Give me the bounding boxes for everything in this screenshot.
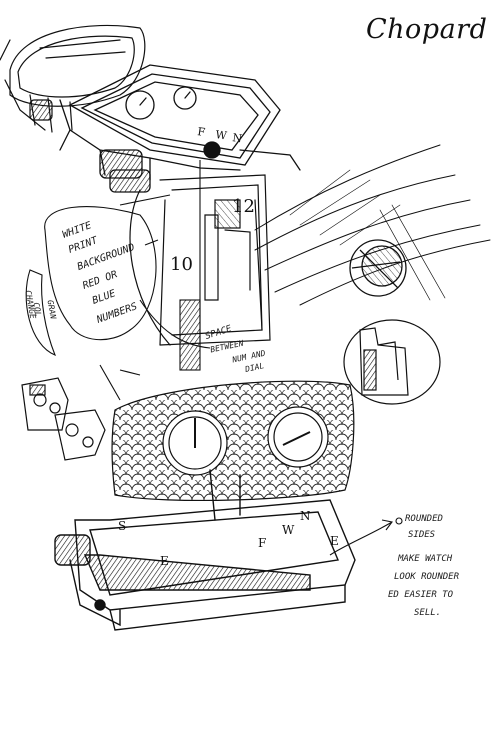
note-make-watch: MAKE WATCH (398, 554, 453, 564)
case-corner-detail-sketch (343, 319, 441, 405)
rounded-sides-arrow (329, 517, 403, 556)
dial-numeral-ten: 10 (170, 254, 193, 275)
dial-closeup-sketch (129, 174, 271, 346)
note-sell: SELL. (414, 608, 442, 618)
note-bubble-outline (25, 194, 171, 356)
bezel-letter: N (232, 131, 244, 145)
top-left-watch-sketch (0, 24, 146, 133)
brand-logo: Chopard (366, 14, 488, 45)
bezel-letter: W (215, 128, 229, 143)
crown-detail-sketch (349, 239, 407, 297)
upper-watch-sketch (59, 64, 301, 193)
note-easier-to: ED EASIER TO (388, 590, 454, 600)
scaled-strap-sketch (111, 380, 355, 502)
note-sides: SIDES (408, 530, 436, 540)
dial-numeral-twelve: 12 (232, 196, 255, 217)
note-rounded: ROUNDED (405, 514, 443, 524)
lower-bezel-letter: W (282, 523, 295, 537)
lower-bezel-letter: F (258, 536, 266, 550)
bezel-letter: F (197, 125, 207, 139)
lower-bezel-letter: E (330, 534, 339, 548)
lower-watch-sketch (54, 469, 356, 631)
lower-bezel-letter: E (160, 554, 169, 568)
space-note-marks (99, 160, 211, 401)
lower-bezel-letter: N (300, 509, 311, 523)
lower-bezel-letter: S (118, 519, 126, 533)
note-look-rounder: LOOK ROUNDER (394, 572, 460, 582)
side-lug-sketches (21, 377, 106, 461)
